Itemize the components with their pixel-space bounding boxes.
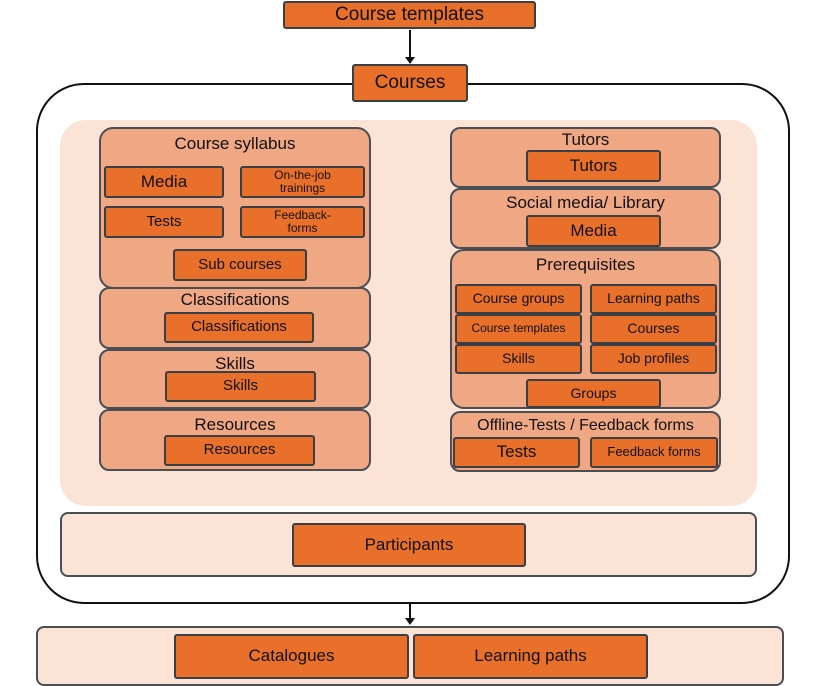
participants-box: Participants (292, 523, 526, 567)
skills-title: Skills (215, 354, 255, 373)
arrow-head (405, 57, 415, 64)
groups-box: Groups (526, 379, 661, 408)
on-the-job-line1: On-the-job (274, 167, 331, 182)
offline-tests-title: Offline-Tests / Feedback forms (477, 417, 694, 434)
on-the-job-trainings-box: On-the-job trainings (240, 166, 365, 198)
course-templates-box: Course templates (283, 1, 536, 29)
course-templates-prereq-box: Course templates (455, 314, 582, 344)
classifications-title: Classifications (180, 290, 290, 309)
prerequisites-title: Prerequisites (535, 255, 636, 274)
job-profiles-box: Job profiles (590, 344, 717, 374)
arrow-templates-to-courses (409, 30, 411, 58)
tutors-box: Tutors (526, 150, 661, 182)
course-syllabus-title: Course syllabus (174, 134, 296, 153)
sub-courses-box: Sub courses (173, 249, 307, 281)
feedback-forms-offline-box: Feedback forms (590, 437, 718, 468)
courses-prereq-box: Courses (590, 314, 717, 344)
bottom-panel (36, 626, 784, 686)
learning-paths-box: Learning paths (590, 284, 717, 314)
social-media-title: Social media/ Library (506, 193, 665, 212)
feedback-line2: forms (287, 221, 318, 235)
classifications-box: Classifications (164, 312, 314, 343)
on-the-job-line2: trainings (279, 181, 326, 195)
resources-title: Resources (194, 415, 276, 434)
skills-prereq-box: Skills (455, 344, 582, 374)
tests-box: Tests (104, 206, 224, 238)
course-groups-box: Course groups (455, 284, 582, 314)
offline-tests-box: Tests (453, 437, 580, 468)
arrow-courses-to-catalogues (409, 604, 411, 619)
catalogues-box: Catalogues (174, 634, 409, 679)
arrow-head (405, 618, 415, 625)
tutors-title: Tutors (561, 130, 610, 149)
courses-box: Courses (352, 64, 468, 102)
learning-paths-bottom-box: Learning paths (413, 634, 648, 679)
social-media-box: Media (526, 215, 661, 247)
feedback-line1: Feedback- (274, 207, 331, 222)
skills-box: Skills (165, 371, 316, 402)
resources-box: Resources (164, 435, 315, 466)
media-box: Media (104, 166, 224, 198)
feedback-forms-box: Feedback- forms (240, 206, 365, 238)
